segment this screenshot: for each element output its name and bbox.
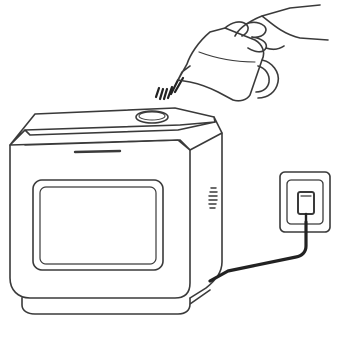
dishwasher-side [189, 132, 223, 299]
side-vent [208, 187, 218, 209]
water-pitcher-icon [177, 27, 280, 102]
door-window-frame [32, 179, 164, 271]
door-handle [73, 149, 122, 154]
dishwasher [9, 107, 223, 315]
dishwasher-base [21, 297, 191, 315]
dishwasher-top-front-edge [24, 121, 216, 136]
water-stream [154, 76, 185, 101]
hand-icon [224, 4, 329, 53]
dishwasher-top [9, 107, 216, 146]
door-window [39, 186, 157, 265]
power-plug-icon [297, 191, 315, 224]
water-inlet-lid [135, 110, 169, 124]
power-cable [208, 220, 308, 283]
dishwasher-front [9, 139, 191, 299]
